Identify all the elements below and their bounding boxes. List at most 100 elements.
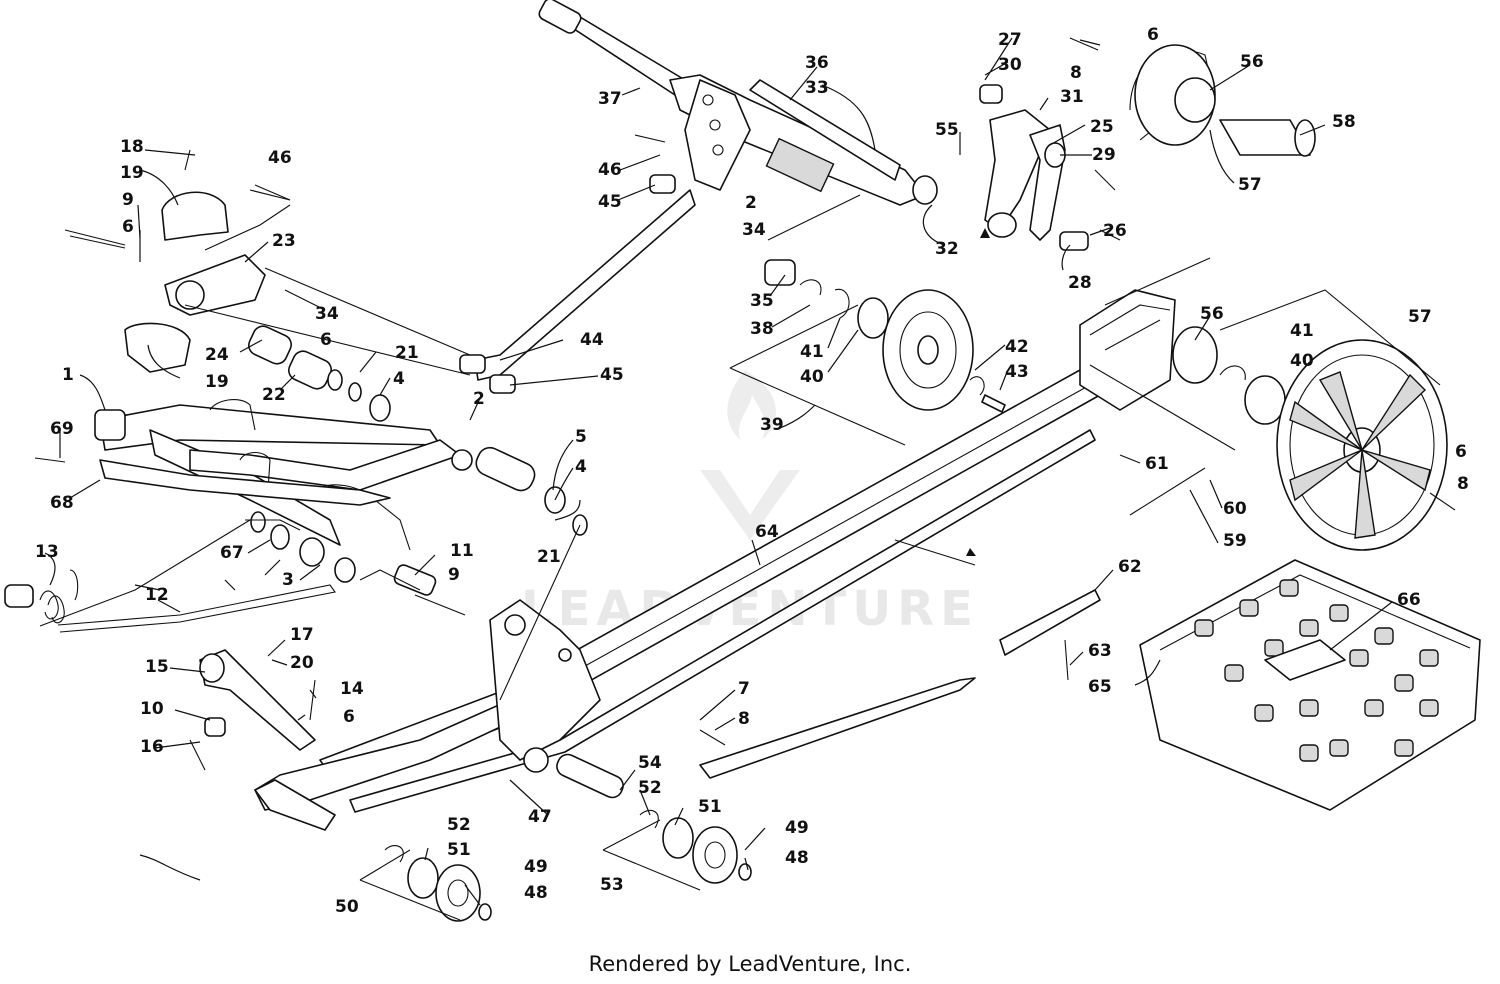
callout-47: 47 (528, 807, 552, 827)
callout-3: 3 (282, 570, 294, 590)
callout-9: 9 (122, 190, 134, 210)
callout-19b: 19 (205, 372, 229, 392)
callout-7: 7 (738, 679, 750, 699)
callout-69: 69 (50, 419, 74, 439)
callout-34: 34 (315, 304, 339, 324)
callout-21: 21 (395, 343, 419, 363)
front-arm (254, 599, 601, 831)
callout-12: 12 (145, 585, 169, 605)
callout-6: 6 (122, 217, 134, 237)
callout-31: 31 (1060, 87, 1084, 107)
callout-63: 63 (1088, 641, 1112, 661)
callout-26: 26 (1103, 221, 1127, 241)
callout-27: 27 (998, 30, 1022, 50)
callout-68: 68 (50, 493, 74, 513)
callout-4: 4 (393, 369, 405, 389)
callout-10: 10 (140, 699, 164, 719)
callout-18: 18 (120, 137, 144, 157)
callout-19: 19 (120, 163, 144, 183)
rear-linkage (979, 84, 1089, 251)
arrow-markers (966, 228, 990, 556)
callout-20: 20 (290, 653, 314, 673)
callout-62: 62 (1118, 557, 1142, 577)
slide-rails (699, 589, 1101, 779)
callout-41: 41 (800, 342, 824, 362)
callout-54: 54 (638, 753, 662, 773)
callout-5: 5 (575, 427, 587, 447)
callout-17: 17 (290, 625, 314, 645)
callout-36: 36 (805, 53, 829, 73)
callout-30: 30 (998, 55, 1022, 75)
callout-59: 59 (1223, 531, 1247, 551)
callout-43: 43 (1005, 362, 1029, 382)
callout-37: 37 (598, 89, 622, 109)
callout-58: 58 (1332, 112, 1356, 132)
callout-29: 29 (1092, 145, 1116, 165)
callout-38: 38 (750, 319, 774, 339)
callout-22: 22 (262, 385, 286, 405)
leadventure-watermark: LEADVENTURE (521, 370, 973, 637)
callout-53: 53 (600, 875, 624, 895)
callout-32: 32 (935, 239, 959, 259)
callout-40: 40 (800, 367, 824, 387)
callout-34b: 34 (742, 220, 766, 240)
callout-48b: 48 (785, 848, 809, 868)
callout-2b: 2 (745, 193, 757, 213)
callout-6c: 6 (1147, 25, 1159, 45)
track-section (1139, 559, 1481, 811)
bolts (34, 37, 1456, 771)
front-pivot-bracket (64, 184, 291, 373)
callout-8: 8 (738, 709, 750, 729)
callout-6b: 6 (320, 330, 332, 350)
idler-wheel-39 (764, 259, 1006, 413)
callout-42: 42 (1005, 337, 1029, 357)
footer-credit: Rendered by LeadVenture, Inc. (588, 952, 912, 976)
callout-52b: 52 (638, 778, 662, 798)
leader-lines (44, 37, 1393, 906)
callout-44: 44 (580, 330, 604, 350)
callout-49: 49 (524, 857, 548, 877)
callout-21b: 21 (537, 547, 561, 567)
callout-23: 23 (272, 231, 296, 251)
callout-15: 15 (145, 657, 169, 677)
callout-57: 57 (1238, 175, 1262, 195)
callout-labels: 1 2 2 3 4 4 5 6 6 6 6 6 7 8 8 8 9 9 10 1… (35, 25, 1469, 917)
callout-16: 16 (140, 737, 164, 757)
rear-torque-arm (459, 0, 938, 394)
callout-35: 35 (750, 291, 774, 311)
rear-idler-wheel (1172, 326, 1448, 551)
callout-45: 45 (600, 365, 624, 385)
callout-24: 24 (205, 345, 229, 365)
shock-pivot (199, 649, 316, 751)
callout-60: 60 (1223, 499, 1247, 519)
callout-14: 14 (340, 679, 364, 699)
callout-57b: 57 (1408, 307, 1432, 327)
rail-end-block (1079, 289, 1176, 411)
callout-67: 67 (220, 543, 244, 563)
callout-40b: 40 (1290, 351, 1314, 371)
callout-9b: 9 (448, 565, 460, 585)
callout-39: 39 (760, 415, 784, 435)
callout-51b: 51 (698, 797, 722, 817)
callout-2: 2 (473, 389, 485, 409)
lower-wheels (384, 809, 752, 922)
callout-8c: 8 (1457, 474, 1469, 494)
front-suspension-arm (94, 399, 473, 551)
callout-66: 66 (1397, 590, 1421, 610)
callout-46: 46 (268, 148, 292, 168)
callout-4b: 4 (575, 457, 587, 477)
callout-56: 56 (1240, 52, 1264, 72)
callout-41b: 41 (1290, 321, 1314, 341)
callout-8b: 8 (1070, 63, 1082, 83)
callout-52: 52 (447, 815, 471, 835)
callout-55: 55 (935, 120, 959, 140)
callout-65: 65 (1088, 677, 1112, 697)
callout-61: 61 (1145, 454, 1169, 474)
callout-25: 25 (1090, 117, 1114, 137)
callout-45b: 45 (598, 192, 622, 212)
callout-6d: 6 (1455, 442, 1467, 462)
callout-13: 13 (35, 542, 59, 562)
callout-46b: 46 (598, 160, 622, 180)
callout-28: 28 (1068, 273, 1092, 293)
